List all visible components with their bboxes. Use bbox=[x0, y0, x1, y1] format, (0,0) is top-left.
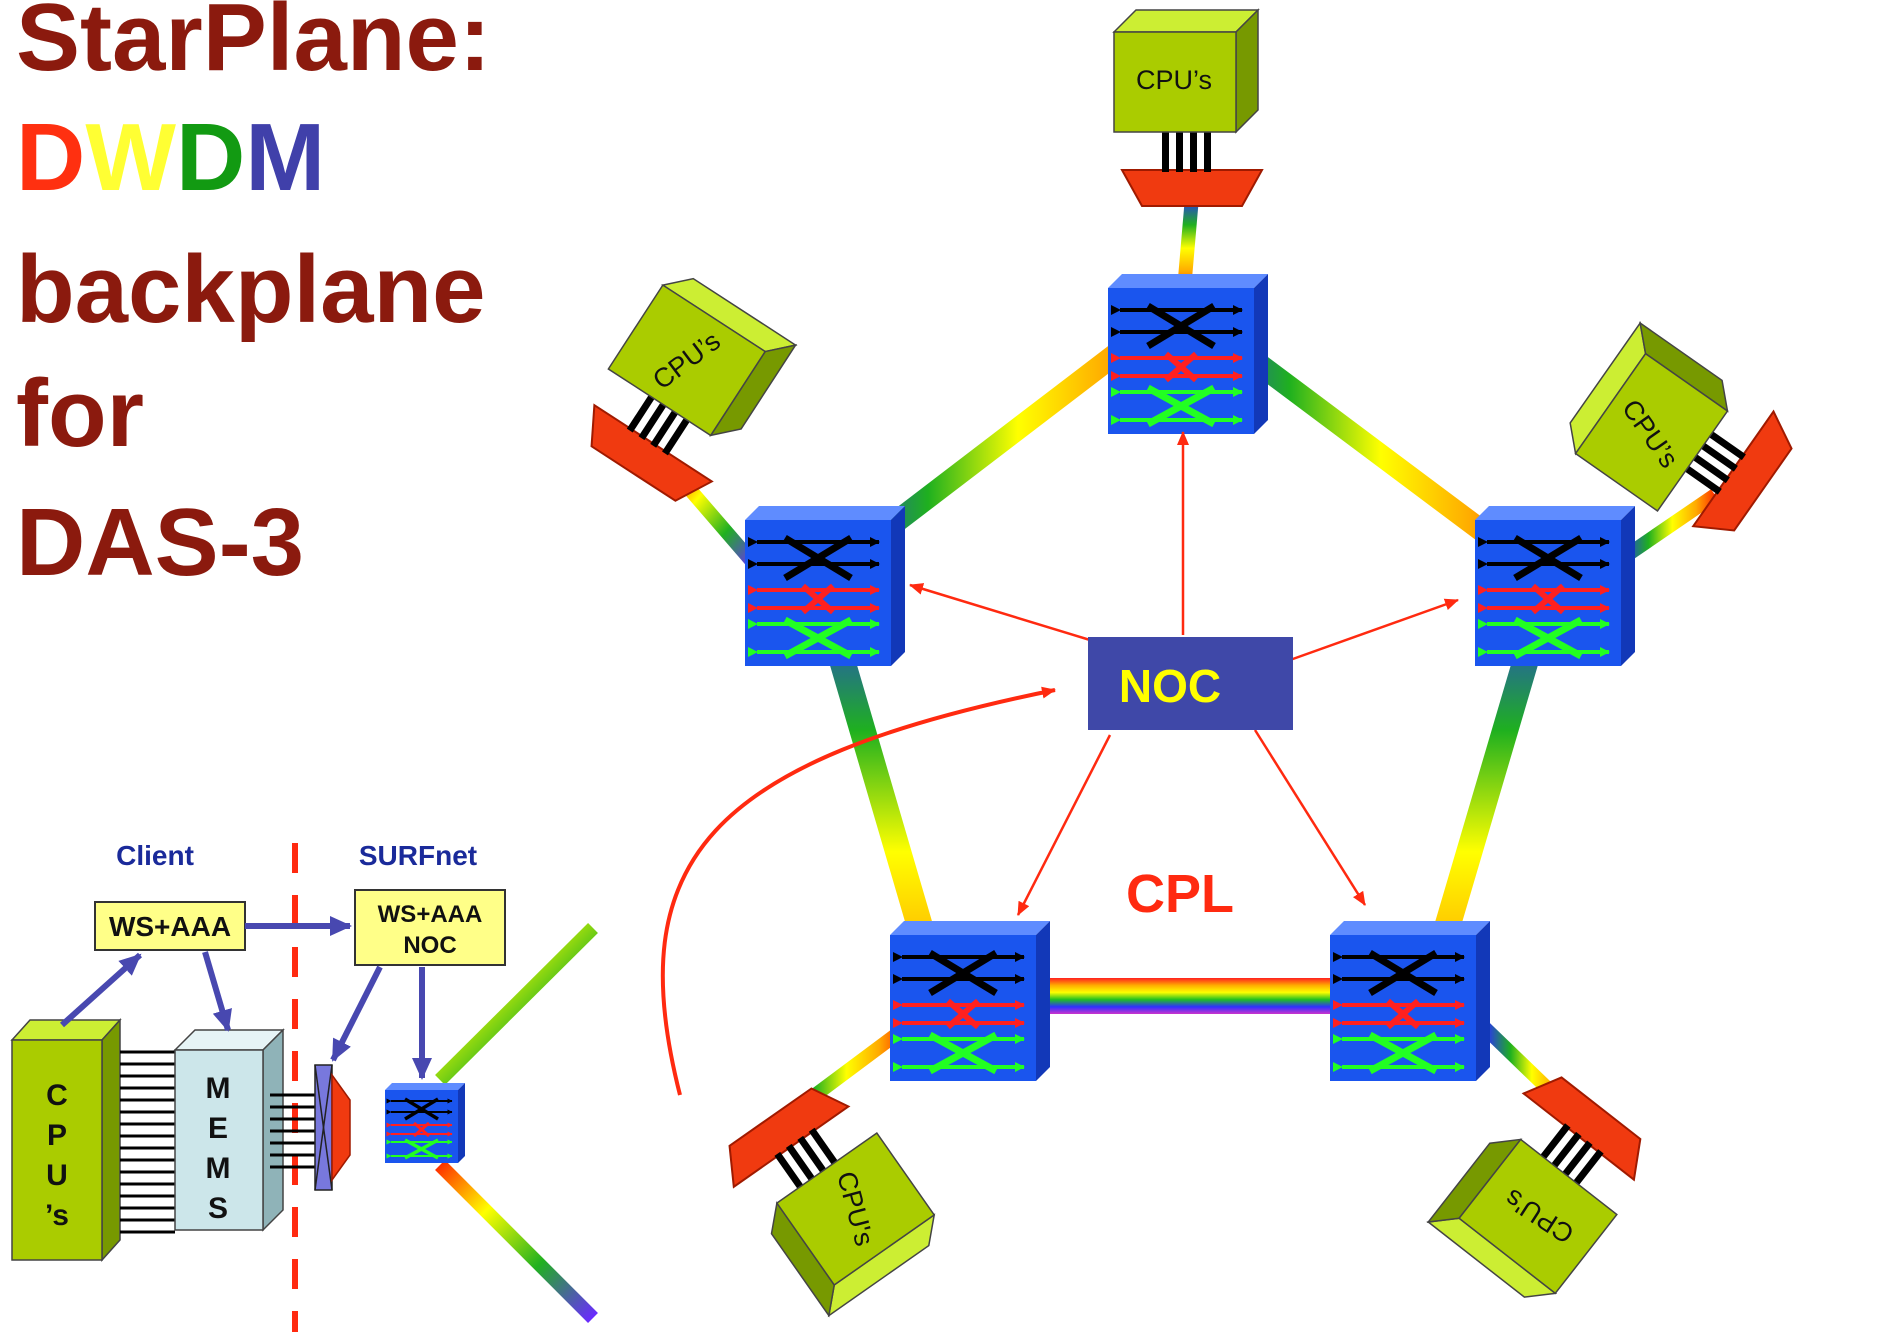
noc-control-arrows bbox=[660, 431, 1459, 1096]
ws-surfnet-box bbox=[354, 889, 506, 966]
inset-mems-letter-4: S bbox=[208, 1192, 228, 1225]
title-dwdm: DWDM bbox=[16, 104, 325, 211]
inset-cpus-letter-1: C bbox=[46, 1079, 68, 1112]
title-line-5: DAS-3 bbox=[16, 489, 304, 596]
arrow-cpu-to-noc bbox=[660, 686, 1056, 1096]
ws-surfnet-label-2: NOC bbox=[403, 932, 456, 959]
inset-mux bbox=[331, 1072, 351, 1183]
inset-switch bbox=[385, 1083, 465, 1163]
cpl-label: CPL bbox=[1126, 864, 1234, 924]
inset-mems-mux-wires bbox=[270, 1093, 318, 1169]
noc-box: NOC bbox=[1088, 637, 1293, 730]
arrow-noc-to-right bbox=[1289, 598, 1459, 662]
inset-cpu-mems-wires bbox=[120, 1050, 175, 1234]
switch-bottom-left bbox=[890, 921, 1050, 1081]
switch-right bbox=[1475, 506, 1635, 666]
arrow-ws-to-mems bbox=[202, 951, 232, 1032]
switch-bottom-right bbox=[1330, 921, 1490, 1081]
inset-cpus-letter-3: U bbox=[46, 1159, 68, 1192]
slide-title: StarPlane: DWDM backplane for DAS-3 bbox=[16, 0, 491, 596]
arrow-noc-to-filter bbox=[330, 965, 383, 1062]
inset-mems-letter-2: E bbox=[208, 1112, 228, 1145]
arrow-noc-to-bottom-right bbox=[1253, 729, 1367, 906]
detail-inset: Client SURFnet C P U ’s bbox=[10, 840, 598, 1332]
ws-client-label: WS+AAA bbox=[109, 911, 231, 942]
dwdm-letter-w: W bbox=[85, 104, 176, 211]
client-label: Client bbox=[116, 840, 194, 871]
arrow-noc-to-left bbox=[909, 583, 1091, 642]
title-line-1: StarPlane: bbox=[16, 0, 491, 91]
title-line-3: backplane bbox=[16, 236, 486, 343]
inset-mems-letter-3: M bbox=[206, 1152, 231, 1185]
link-bottom bbox=[1030, 978, 1360, 1014]
surfnet-label: SURFnet bbox=[359, 840, 477, 871]
ws-client-box bbox=[94, 901, 246, 951]
fibre-right bbox=[1616, 489, 1719, 566]
cpu-label-top: CPU’s bbox=[1136, 65, 1212, 95]
dwdm-letter-m: M bbox=[245, 104, 325, 211]
cpu-unit-top: CPU’s bbox=[1113, 9, 1263, 207]
inset-mems-letter-1: M bbox=[206, 1072, 231, 1105]
cpu-unit-bottom-right: CPU's bbox=[1424, 1064, 1664, 1312]
cpu-unit-bottom-left: CPU's bbox=[712, 1071, 948, 1319]
inset-cpus-box bbox=[11, 1039, 103, 1261]
arrow-cpus-to-ws bbox=[59, 952, 143, 1028]
inset-fibre-down bbox=[435, 1160, 598, 1323]
cpu-unit-right: CPU’s bbox=[1556, 318, 1805, 555]
inset-fibre-up bbox=[435, 923, 598, 1085]
inset-cpus-letter-4: ’s bbox=[45, 1199, 69, 1232]
noc-label: NOC bbox=[1119, 660, 1221, 712]
title-line-4: for bbox=[16, 360, 144, 467]
switch-left bbox=[745, 506, 905, 666]
switch-top bbox=[1108, 274, 1268, 434]
dwdm-letter-d2: D bbox=[176, 104, 245, 211]
inset-mems-box bbox=[174, 1049, 264, 1231]
arrow-noc-to-bottom-left bbox=[1016, 734, 1112, 916]
ws-surfnet-label-1: WS+AAA bbox=[378, 901, 483, 928]
cpu-units: CPU’s CPU’s CPU’s CPU's CPU's bbox=[567, 9, 1805, 1319]
cpu-unit-left: CPU’s bbox=[567, 265, 800, 513]
dwdm-letter-d1: D bbox=[16, 104, 85, 211]
noc-rect bbox=[1088, 637, 1293, 730]
inset-cpus-letter-2: P bbox=[47, 1119, 67, 1152]
